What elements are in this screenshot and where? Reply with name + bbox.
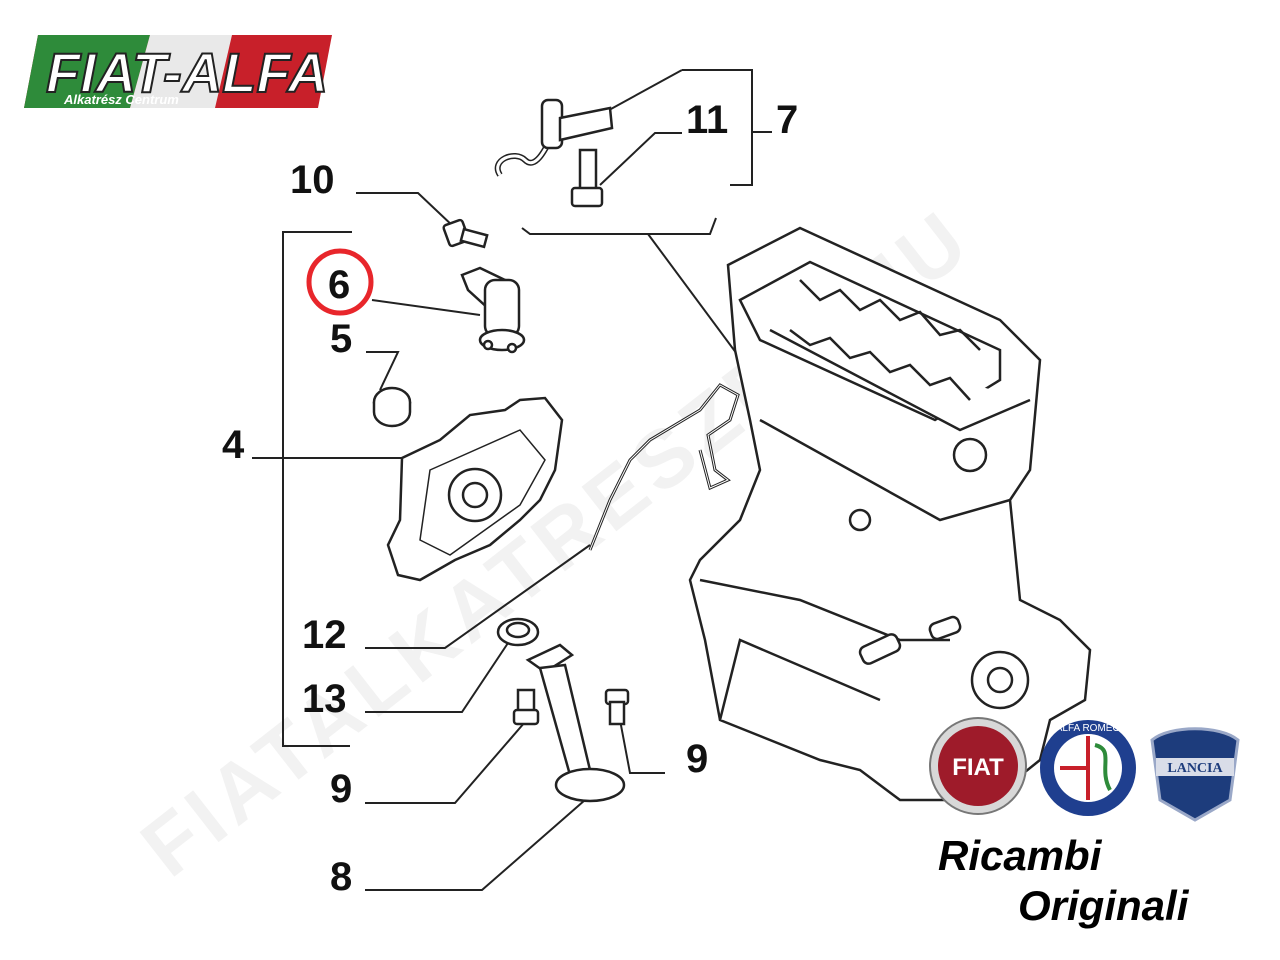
callout-5: 5: [330, 317, 352, 361]
svg-text:ALFA ROMEO: ALFA ROMEO: [1056, 723, 1121, 734]
callout-7: 7: [776, 98, 798, 142]
fiat-badge: FIAT: [929, 717, 1027, 815]
callout-11: 11: [686, 98, 728, 142]
logo-subtitle: Alkatrész Centrum: [63, 92, 179, 107]
svg-text:LANCIA: LANCIA: [1167, 761, 1223, 776]
footer-line-2: Originali: [1018, 882, 1189, 929]
part-13-seal-icon: [496, 617, 540, 647]
fiat-alfa-logo: FIAT-ALFA Alkatrész Centrum: [24, 35, 332, 108]
part-4-oil-pump-icon: [386, 396, 564, 582]
part-11-bolt-icon: [570, 148, 604, 208]
part-5-seal-icon: [372, 386, 412, 428]
highlight-ring: [306, 248, 374, 316]
alfa-romeo-badge: ALFA ROMEO: [1040, 720, 1136, 816]
callout-9-right: 9: [686, 737, 708, 781]
part-12-gasket-icon: [588, 383, 740, 551]
part-9-bolt-icon: [512, 688, 630, 726]
part-10-bolt-icon: [442, 218, 489, 249]
lancia-badge: LANCIA: [1150, 727, 1240, 822]
callout-9-left: 9: [330, 767, 352, 811]
callout-6: 6: [328, 263, 350, 307]
part-7-pipe-icon: [494, 98, 614, 177]
part-8-strainer-icon: [525, 643, 626, 803]
callout-4: 4: [222, 423, 245, 467]
part-6-valve-icon: [460, 266, 526, 354]
svg-text:FIAT: FIAT: [952, 754, 1004, 781]
callout-8: 8: [330, 855, 352, 899]
logo-brand: FIAT-ALFA: [46, 41, 328, 104]
footer-line-1: Ricambi: [938, 832, 1102, 879]
callout-10: 10: [290, 158, 335, 202]
callout-13: 13: [302, 677, 347, 721]
callout-12: 12: [302, 613, 347, 657]
leader-lines: [252, 69, 861, 891]
engine-block-icon: [688, 226, 1092, 802]
